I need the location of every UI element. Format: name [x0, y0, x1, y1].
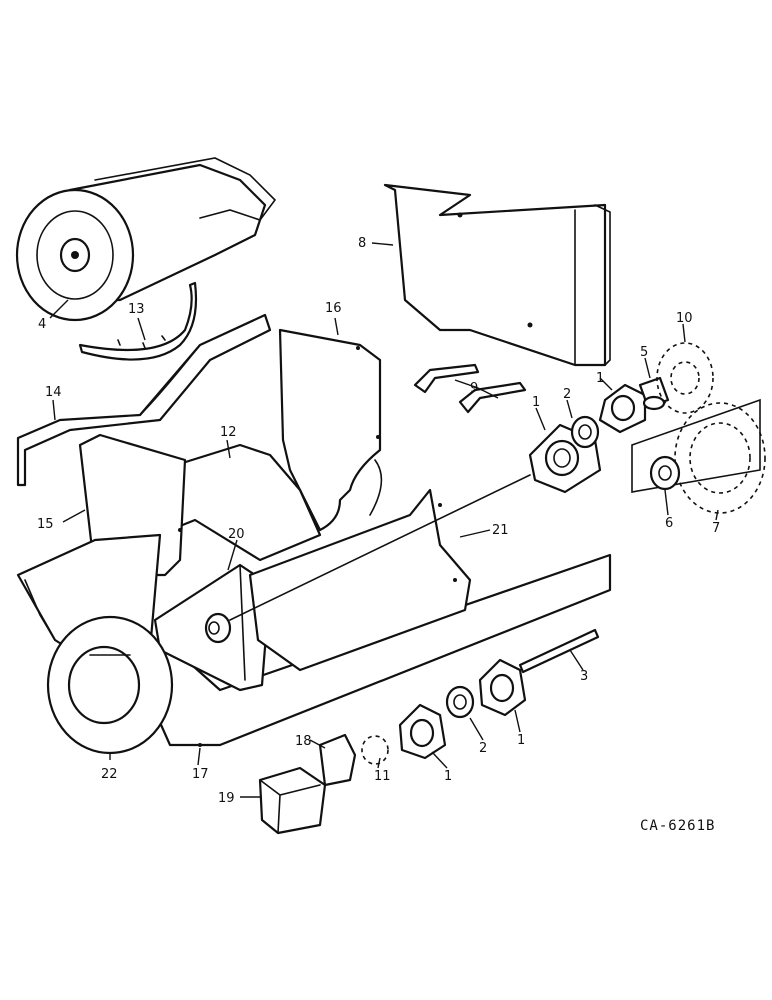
callout-4: 4 — [38, 317, 46, 332]
ring-flange — [46, 615, 174, 755]
rear-panel — [278, 328, 382, 532]
callout-19: 19 — [218, 791, 235, 806]
flange-bearing-lower-1 — [478, 658, 527, 717]
callout-8: 8 — [358, 236, 366, 251]
callout-17: 17 — [192, 767, 209, 782]
spacer — [638, 376, 670, 411]
callout-7: 7 — [712, 521, 720, 536]
callout-2-b: 2 — [479, 741, 487, 756]
bearing-lower — [445, 685, 475, 719]
bearing-plate — [153, 563, 272, 692]
callout-9: 9 — [470, 381, 478, 396]
callout-6: 6 — [665, 516, 673, 531]
fan-housing-drum — [15, 157, 277, 322]
mount-bracket — [318, 733, 357, 787]
trough-panel — [248, 459, 472, 672]
callout-2-a: 2 — [563, 387, 571, 402]
flange-bearing-upper-2 — [598, 383, 647, 434]
callout-15: 15 — [37, 517, 54, 532]
callout-labels: 4 13 8 16 14 12 15 20 21 9 1 2 1 5 10 6 … — [37, 236, 720, 806]
shaft — [518, 628, 600, 674]
small-sheave — [656, 342, 714, 414]
callout-11: 11 — [374, 769, 391, 784]
callout-1-d: 1 — [444, 769, 452, 784]
flange-bearing-lower-2 — [398, 703, 447, 760]
collar — [361, 735, 389, 765]
callout-12: 12 — [220, 425, 237, 440]
drawing-reference: CA-6261B — [640, 818, 715, 834]
box-part — [258, 766, 327, 835]
callout-20: 20 — [228, 527, 245, 542]
callout-1-c: 1 — [517, 733, 525, 748]
callout-21: 21 — [492, 523, 509, 538]
side-panel — [16, 313, 272, 487]
callout-22: 22 — [101, 767, 118, 782]
callout-16: 16 — [325, 301, 342, 316]
brackets — [413, 363, 527, 414]
callout-10: 10 — [676, 311, 693, 326]
callout-5: 5 — [640, 345, 648, 360]
leader-lines — [49, 242, 719, 798]
callout-3: 3 — [580, 669, 588, 684]
bearing-upper — [570, 415, 600, 449]
callout-18: 18 — [295, 734, 312, 749]
callout-13: 13 — [128, 302, 145, 317]
upper-cover-panel — [383, 183, 611, 367]
callout-14: 14 — [45, 385, 62, 400]
curved-liner-strip — [78, 281, 198, 361]
callout-1-b: 1 — [596, 371, 604, 386]
hub-and-sheave — [631, 398, 766, 514]
callout-1-a: 1 — [532, 395, 540, 410]
